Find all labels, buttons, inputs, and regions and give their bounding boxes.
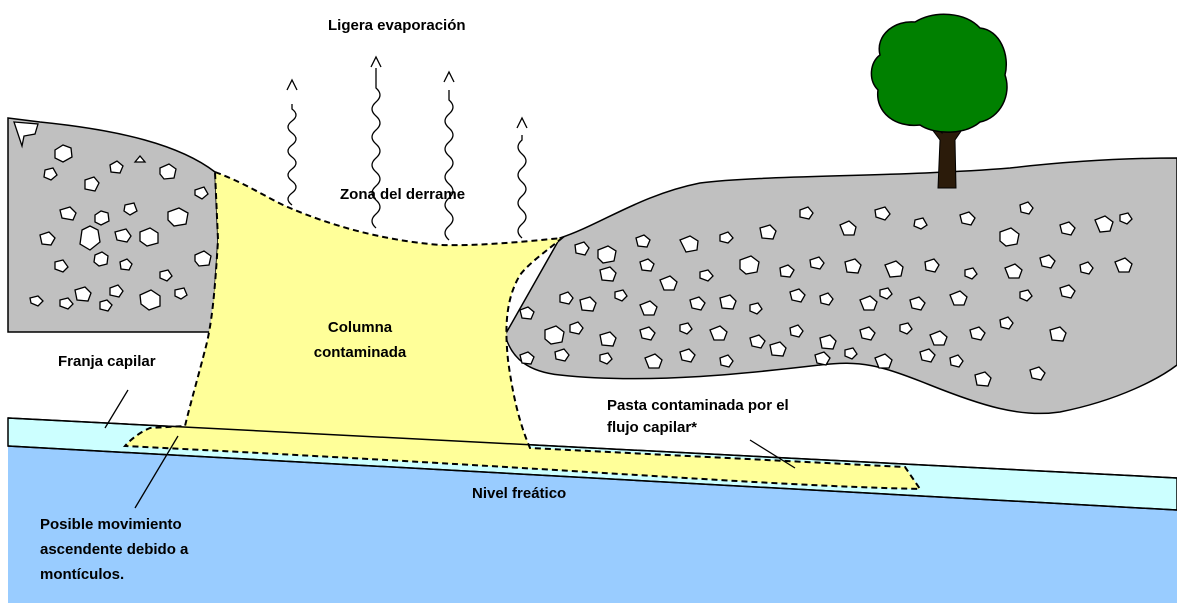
water-table-line bbox=[7, 445, 1177, 511]
groundwater bbox=[8, 446, 1177, 603]
label-mound-1: Posible movimiento bbox=[40, 516, 182, 533]
label-column-2: contaminada bbox=[314, 344, 407, 361]
tree-icon bbox=[870, 13, 1008, 189]
label-water-table: Nivel freático bbox=[472, 485, 566, 502]
label-paste-1: Pasta contaminada por el bbox=[607, 397, 789, 414]
wavy-arrow-icon bbox=[517, 135, 527, 239]
label-mound-3: montículos. bbox=[40, 566, 124, 583]
leader-mound bbox=[134, 435, 179, 509]
right-soil bbox=[504, 157, 1177, 415]
leader-paste bbox=[749, 439, 796, 469]
gravel-left bbox=[13, 121, 212, 312]
label-column-1: Columna bbox=[328, 319, 393, 336]
wavy-arrow-icon bbox=[287, 104, 297, 206]
label-capillary-fringe: Franja capilar bbox=[58, 353, 156, 370]
evaporation-arrows bbox=[286, 55, 528, 241]
wavy-arrow-icon bbox=[371, 68, 381, 229]
label-mound-2: ascendente debido a bbox=[40, 541, 189, 558]
label-spill-zone: Zona del derrame bbox=[340, 186, 465, 203]
gravel-right bbox=[519, 201, 1133, 387]
wavy-arrow-icon bbox=[444, 90, 454, 241]
label-evaporation: Ligera evaporación bbox=[328, 17, 466, 34]
capillary-top-line bbox=[7, 417, 1177, 479]
contaminated-plume bbox=[122, 170, 922, 491]
leader-capillary bbox=[104, 389, 129, 429]
label-paste-2: flujo capilar* bbox=[607, 419, 697, 436]
